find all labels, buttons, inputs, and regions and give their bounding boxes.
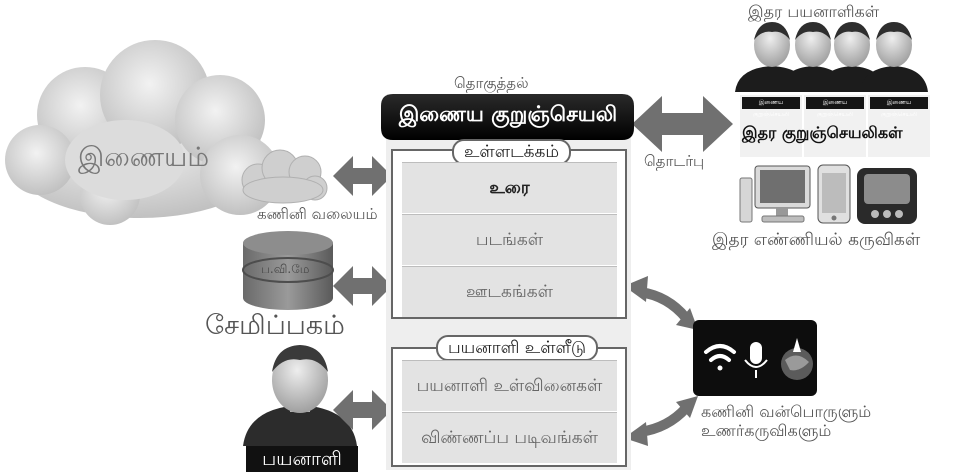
compile-caption: தொகுத்தல் bbox=[454, 74, 529, 92]
app-title: இணைய குறுஞ்செயலி bbox=[398, 102, 618, 126]
gps-globe-icon bbox=[781, 338, 813, 380]
arrow-internet-to-content bbox=[333, 156, 392, 196]
input-section-label: பயனாளி உள்ளீடு bbox=[436, 335, 599, 361]
arrow-communication bbox=[632, 96, 733, 152]
tv-icon bbox=[857, 168, 917, 224]
content-item-images: படங்கள் bbox=[402, 214, 617, 265]
other-app-banner-3: இணைய குறுஞ்செயலி bbox=[870, 97, 928, 118]
other-app-banner-1: இணைய குறுஞ்செயலி bbox=[742, 97, 800, 118]
other-app-banner-2: இணைய குறுஞ்செயலி bbox=[806, 97, 864, 118]
other-users-label: இதர பயனாளிகள் bbox=[748, 2, 880, 21]
content-item-media: ஊடகங்கள் bbox=[402, 266, 617, 317]
arrow-user-to-input bbox=[333, 390, 392, 430]
arrow-storage-to-content bbox=[333, 266, 392, 306]
network-cloud-icon bbox=[241, 149, 328, 204]
arrow-input-to-hardware bbox=[624, 396, 698, 446]
input-item-interactions: பயனாளி உள்வினைகள் bbox=[402, 360, 617, 411]
phone-icon bbox=[817, 164, 851, 224]
hardware-label: கணினி வன்பொருளும் உணர்கருவிகளும் bbox=[701, 402, 871, 440]
communication-label: தொடர்பு bbox=[644, 152, 705, 170]
hardware-label-line1: கணினி வன்பொருளும் bbox=[701, 402, 872, 421]
wifi-icon bbox=[704, 344, 736, 371]
microphone-icon bbox=[744, 342, 768, 378]
internet-cloud-icon bbox=[5, 40, 280, 225]
hardware-label-line2: உணர்கருவிகளும் bbox=[701, 421, 832, 440]
user-person-icon bbox=[243, 345, 357, 446]
database-icon bbox=[242, 231, 334, 310]
network-label: கணினி வலையம் bbox=[257, 205, 378, 223]
desktop-computer-icon bbox=[739, 165, 811, 223]
input-item-forms: விண்ணப்ப படிவங்கள் bbox=[402, 412, 617, 463]
other-apps-label: இதர குறுஞ்செயலிகள் bbox=[742, 123, 903, 142]
internet-label: இணையம் bbox=[78, 142, 210, 173]
arrow-content-to-hardware bbox=[624, 276, 698, 330]
other-users-icon bbox=[735, 22, 928, 92]
database-text: ப.வி.மே bbox=[261, 262, 310, 276]
content-item-text: உரை bbox=[402, 162, 617, 213]
storage-label: சேமிப்பகம் bbox=[205, 310, 345, 341]
user-label: பயனாளி bbox=[246, 446, 358, 472]
other-devices-label: இதர எண்ணியல் கருவிகள் bbox=[712, 230, 921, 250]
